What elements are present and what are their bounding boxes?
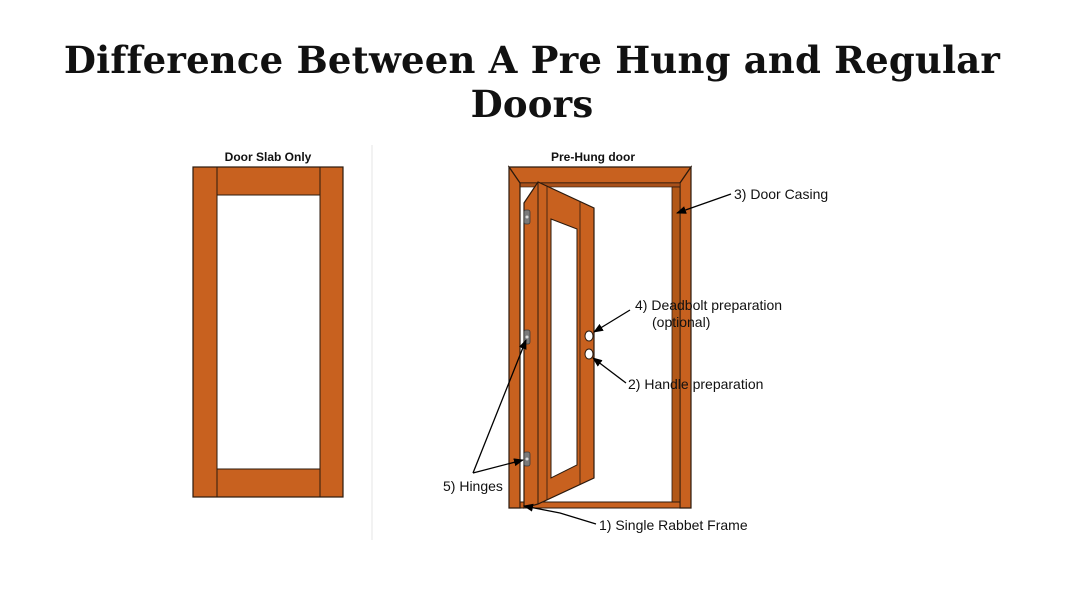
deadbolt-callout-line2: (optional) (652, 314, 710, 330)
casing-right-leg (679, 165, 692, 509)
hinge-arrow-bottom (472, 458, 524, 474)
door-glass-panel (550, 218, 578, 479)
page-title: Difference Between A Pre Hung and Regula… (63, 38, 1001, 126)
casing-left-leg (508, 165, 521, 509)
hinge-arrow-middle (472, 339, 527, 474)
deadbolt-hole (584, 330, 594, 342)
casing-callout: 3) Door Casing (734, 186, 828, 202)
frame-sill (519, 501, 681, 509)
slab-glass-panel (216, 194, 321, 470)
handle-arrow (592, 357, 627, 384)
frame-arrow (523, 503, 597, 525)
frame-callout: 1) Single Rabbet Frame (599, 517, 748, 533)
handle-hole (584, 348, 594, 360)
hinge-top-icon (523, 209, 531, 225)
casing-head (507, 166, 693, 184)
deadbolt-arrow (593, 309, 631, 333)
deadbolt-callout-line1: 4) Deadbolt preparation (635, 297, 782, 313)
casing-arrow (676, 193, 732, 214)
door-slab (192, 166, 344, 498)
prehung-heading: Pre-Hung door (551, 150, 635, 164)
slab-heading: Door Slab Only (225, 150, 312, 164)
hinge-bottom-icon (523, 451, 531, 467)
prehung-door (507, 165, 693, 509)
handle-callout: 2) Handle preparation (628, 376, 763, 392)
hinges-callout: 5) Hinges (443, 478, 503, 494)
